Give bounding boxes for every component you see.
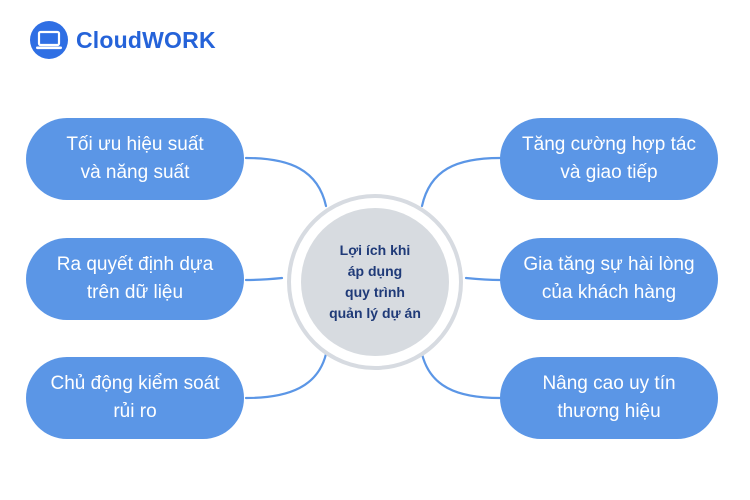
benefit-label: Tăng cường hợp tác và giao tiếp [522, 134, 696, 183]
laptop-icon [30, 21, 68, 59]
benefit-pill-right-1: Tăng cường hợp tác và giao tiếp [500, 118, 718, 200]
benefit-pill-right-3: Nâng cao uy tín thương hiệu [500, 357, 718, 439]
connector-mid-left [244, 276, 284, 282]
benefit-pill-left-1: Tối ưu hiệu suất và năng suất [26, 118, 244, 200]
connector-mid-right [464, 276, 502, 282]
connector-bottom-right [420, 352, 502, 400]
connector-top-left [244, 156, 328, 208]
benefit-label: Chủ động kiểm soát rủi ro [50, 373, 220, 422]
brand-name: CloudWORK [76, 26, 216, 53]
benefit-pill-right-2: Gia tăng sự hài lòng của khách hàng [500, 238, 718, 320]
center-node: Lợi ích khi áp dụng quy trình quản lý dự… [301, 208, 449, 356]
benefit-pill-left-3: Chủ động kiểm soát rủi ro [26, 357, 244, 439]
benefit-label: Tối ưu hiệu suất và năng suất [66, 134, 204, 183]
center-title: Lợi ích khi áp dụng quy trình quản lý dự… [329, 242, 421, 321]
connector-top-right [420, 156, 502, 208]
benefit-label: Gia tăng sự hài lòng của khách hàng [523, 254, 695, 303]
benefit-label: Nâng cao uy tín thương hiệu [542, 373, 676, 422]
connector-bottom-left [244, 352, 328, 400]
brand-logo: CloudWORK [30, 21, 216, 59]
benefit-label: Ra quyết định dựa trên dữ liệu [56, 254, 214, 303]
benefit-pill-left-2: Ra quyết định dựa trên dữ liệu [26, 238, 244, 320]
